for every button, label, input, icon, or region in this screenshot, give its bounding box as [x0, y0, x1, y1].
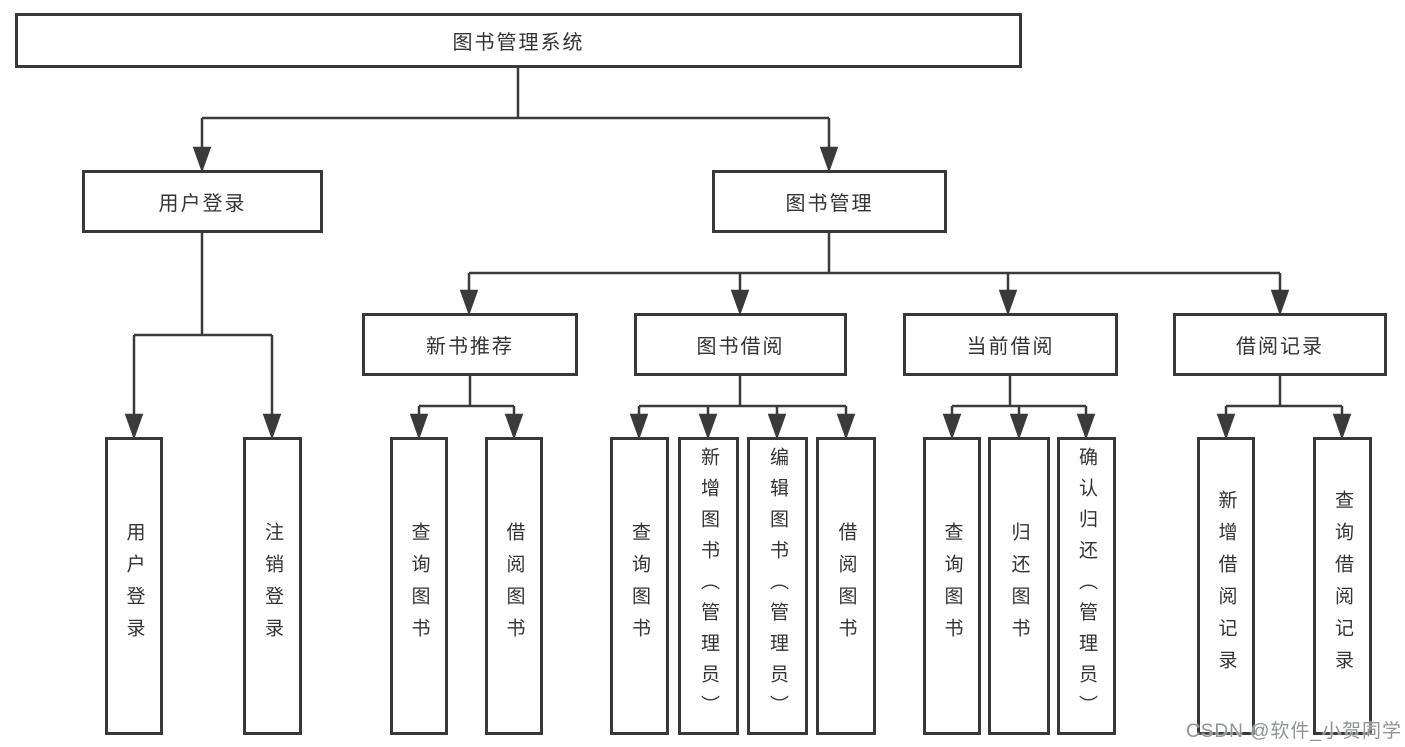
- leaf-add-book-admin: 新增图书（管理员）: [678, 437, 739, 735]
- leaf-query-borrow-record: 查询借阅记录: [1313, 437, 1372, 735]
- node-label: 新增借阅记录: [1215, 490, 1237, 682]
- leaf-borrow-books-recommend: 借阅图书: [485, 437, 543, 735]
- leaf-edit-book-admin: 编辑图书（管理员）: [747, 437, 808, 735]
- connector-user-login-to-leaves: [124, 233, 282, 440]
- leaf-return-book: 归还图书: [988, 437, 1050, 735]
- connector-book-management-to-level3: [459, 233, 1290, 316]
- node-label: 用户登录: [123, 522, 145, 650]
- leaf-query-books-recommend: 查询图书: [390, 437, 448, 735]
- leaf-query-books-borrow: 查询图书: [610, 437, 669, 735]
- node-label: 新增图书（管理员）: [698, 446, 719, 726]
- node-book-management: 图书管理: [712, 170, 947, 233]
- node-label: 确认归还（管理员）: [1076, 446, 1097, 726]
- node-label: 借阅记录: [1236, 336, 1324, 358]
- node-label: 新书推荐: [426, 336, 514, 358]
- node-current-borrow: 当前借阅: [903, 313, 1118, 376]
- leaf-confirm-return-admin: 确认归还（管理员）: [1057, 437, 1116, 735]
- node-borrow-records: 借阅记录: [1173, 313, 1387, 376]
- node-user-login: 用户登录: [82, 170, 323, 233]
- connector-borrow-records-to-leaves: [1216, 376, 1352, 440]
- csdn-watermark: CSDN @软件_小贺同学: [1186, 721, 1402, 742]
- node-label: 查询借阅记录: [1332, 490, 1353, 682]
- node-label: 归还图书: [1008, 522, 1030, 650]
- connector-root-to-level2: [192, 68, 839, 173]
- connector-current-borrow-to-leaves: [942, 376, 1096, 440]
- node-label: 图书管理系统: [452, 32, 585, 54]
- leaf-logout-login: 注销登录: [243, 437, 302, 735]
- node-label: 编辑图书（管理员）: [767, 446, 788, 726]
- node-label: 图书管理: [785, 193, 874, 215]
- node-library-management-system: 图书管理系统: [15, 13, 1022, 68]
- connector-new-book-recommend-to-leaves: [409, 376, 524, 440]
- node-label: 图书借阅: [696, 336, 785, 358]
- leaf-query-books-current: 查询图书: [923, 437, 981, 735]
- node-label: 查询图书: [408, 522, 430, 650]
- node-label: 当前借阅: [966, 336, 1055, 358]
- node-label: 借阅图书: [835, 522, 857, 650]
- leaf-add-borrow-record: 新增借阅记录: [1197, 437, 1255, 735]
- node-label: 用户登录: [158, 193, 247, 215]
- leaf-user-login: 用户登录: [105, 437, 163, 735]
- node-label: 查询图书: [941, 522, 963, 650]
- node-label: 注销登录: [262, 522, 283, 650]
- node-label: 查询图书: [629, 522, 650, 650]
- node-new-book-recommend: 新书推荐: [362, 313, 578, 376]
- connector-book-borrow-to-leaves: [629, 376, 856, 440]
- node-label: 借阅图书: [503, 522, 525, 650]
- node-book-borrow: 图书借阅: [634, 313, 847, 376]
- leaf-borrow-books: 借阅图书: [816, 437, 876, 735]
